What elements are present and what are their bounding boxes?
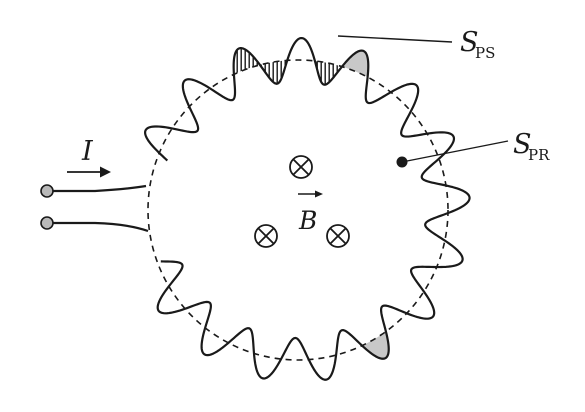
svg-text:I: I	[81, 136, 94, 167]
wavy-conductor-loop	[144, 36, 471, 381]
field-marker-into-page	[326, 224, 350, 248]
s-ps-label: S PS	[460, 27, 495, 62]
hatched-area-right	[314, 60, 343, 85]
current-label: I	[81, 136, 94, 167]
field-marker-into-page	[254, 224, 278, 248]
svg-text:S: S	[460, 27, 479, 58]
field-label: B	[298, 190, 323, 235]
s-pr-leader-line	[401, 140, 509, 163]
current-direction-arrow	[67, 166, 111, 178]
field-marker-into-page	[289, 155, 313, 179]
svg-text:PR: PR	[528, 146, 550, 164]
lead-wire-top	[48, 184, 147, 193]
svg-text:B: B	[298, 206, 317, 235]
terminal-bottom	[40, 216, 54, 230]
svg-text:S: S	[513, 129, 532, 160]
s-ps-leader-line	[337, 35, 453, 43]
svg-text:PS: PS	[475, 44, 495, 62]
s-pr-label: S PR	[513, 129, 550, 164]
shaded-area-ps	[342, 50, 369, 78]
hatched-area-middle	[259, 60, 288, 84]
dashed-reference-circle	[147, 59, 449, 361]
lead-wire-bottom	[48, 221, 149, 233]
shaded-area-bottom	[362, 331, 389, 359]
terminal-top	[40, 184, 54, 198]
hatched-area-left	[233, 48, 260, 75]
field-markers	[254, 155, 350, 248]
